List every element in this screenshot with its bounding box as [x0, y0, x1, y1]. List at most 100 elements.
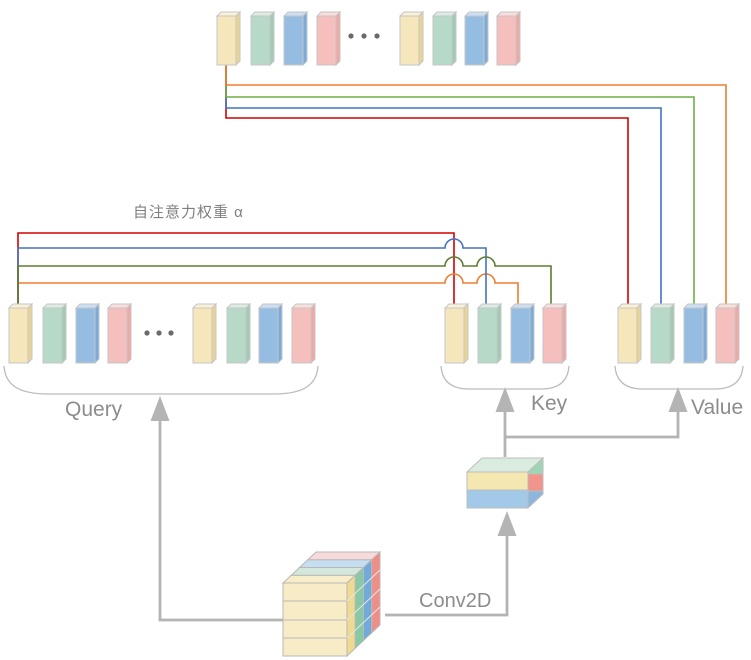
arrow-heads — [150, 387, 688, 536]
token-front-face — [496, 15, 517, 66]
output-token-3-blue — [282, 10, 309, 67]
attention-line-green — [17, 256, 552, 306]
output-to-value-line-orange — [225, 65, 727, 306]
token-front-face — [42, 307, 63, 364]
token-front-face — [216, 15, 237, 66]
token-front-face — [192, 307, 213, 364]
small-cube-side-blue — [527, 490, 544, 510]
cube-front-row — [282, 600, 348, 621]
small-cube-front-blue — [466, 489, 529, 509]
token-front-face — [715, 307, 736, 364]
token-front-face — [258, 307, 279, 364]
token-side-face — [126, 302, 132, 365]
token-front-face — [250, 15, 271, 66]
token-side-face — [496, 302, 502, 365]
token-side-face — [310, 302, 316, 365]
query-ellipsis-dot — [168, 330, 174, 336]
key-token-3-blue — [509, 302, 536, 365]
input-to-query-connector — [158, 420, 283, 622]
token-side-face — [235, 10, 241, 67]
attention-weight-label: 自注意力权重 α — [133, 204, 244, 221]
cube-top-band-blue — [298, 559, 374, 568]
token-side-face — [94, 302, 100, 365]
key-token-2-green — [476, 302, 503, 365]
query-token-3-blue — [74, 302, 101, 365]
token-front-face — [226, 307, 247, 364]
cube-side-row-lines — [346, 569, 381, 639]
output-to-value-line-green — [225, 65, 695, 306]
token-side-face — [335, 10, 341, 67]
key-brace — [440, 365, 570, 390]
token-front-face — [432, 15, 453, 66]
key-arrowhead-icon — [495, 387, 515, 412]
token-front-face — [510, 307, 531, 364]
value-token-4-pink — [714, 302, 741, 365]
small-cube-side-salmon — [527, 473, 544, 492]
token-front-face — [291, 307, 312, 364]
output-to-value-connections — [225, 65, 727, 306]
query-token-2-green — [41, 302, 68, 365]
small-cube-front-yellow — [466, 471, 529, 491]
value-arrowhead-icon — [668, 387, 688, 412]
token-side-face — [702, 302, 708, 365]
query-token-6-green — [225, 302, 252, 365]
token-side-face — [418, 10, 424, 67]
token-front-face — [477, 307, 498, 364]
query-arrowhead-icon — [150, 396, 170, 421]
token-side-face — [734, 302, 740, 365]
input-featuremap-cube — [281, 550, 382, 658]
output-token-2-green — [249, 10, 276, 67]
output-ellipsis-dot — [348, 33, 354, 39]
token-side-face — [515, 10, 521, 67]
query-token-7-blue — [257, 302, 284, 365]
token-side-face — [529, 302, 535, 365]
attention-line-red — [17, 232, 455, 306]
group-braces — [3, 365, 744, 395]
query-ellipsis-dot — [156, 330, 162, 336]
query-ellipsis-dot — [144, 330, 150, 336]
cube-top-band-yellow — [281, 574, 357, 584]
output-token-6-green — [431, 10, 458, 67]
cube-top-band-green — [289, 567, 365, 576]
token-side-face — [669, 302, 675, 365]
query-brace — [3, 365, 319, 395]
value-token-3-blue — [682, 302, 709, 365]
conv2d-connector — [385, 536, 509, 617]
token-front-face — [75, 307, 96, 364]
conv-output-cube — [465, 456, 545, 510]
key-token-1-yellow — [443, 302, 470, 365]
output-token-7-blue — [463, 10, 490, 67]
cube-top-band-pink — [306, 551, 382, 561]
token-front-face — [399, 15, 420, 66]
cube-front-row — [282, 637, 348, 657]
attention-line-orange — [17, 273, 519, 306]
token-side-face — [302, 10, 308, 67]
token-front-face — [617, 307, 638, 364]
featuremap-to-value-connector — [505, 412, 680, 439]
token-side-face — [636, 302, 642, 365]
token-side-face — [27, 302, 33, 365]
cube-front-row — [282, 619, 348, 639]
query-label: Query — [65, 398, 123, 421]
output-to-value-line-blue — [225, 65, 662, 306]
token-side-face — [269, 10, 275, 67]
attention-line-blue — [17, 238, 487, 306]
query-token-8-pink — [290, 302, 317, 365]
token-front-face — [464, 15, 485, 66]
token-side-face — [211, 302, 217, 365]
token-side-face — [451, 10, 457, 67]
token-front-face — [316, 15, 337, 66]
token-front-face — [107, 307, 128, 364]
value-token-2-green — [649, 302, 676, 365]
token-front-face — [542, 307, 563, 364]
token-side-face — [245, 302, 251, 365]
output-token-4-pink — [315, 10, 342, 67]
query-token-1-yellow — [7, 302, 34, 365]
query-token-5-yellow — [191, 302, 218, 365]
output-token-row — [215, 10, 522, 67]
output-ellipsis-dot — [361, 33, 367, 39]
key-token-4-pink — [541, 302, 568, 365]
token-front-face — [683, 307, 704, 364]
conv2d-label: Conv2D — [419, 590, 492, 612]
